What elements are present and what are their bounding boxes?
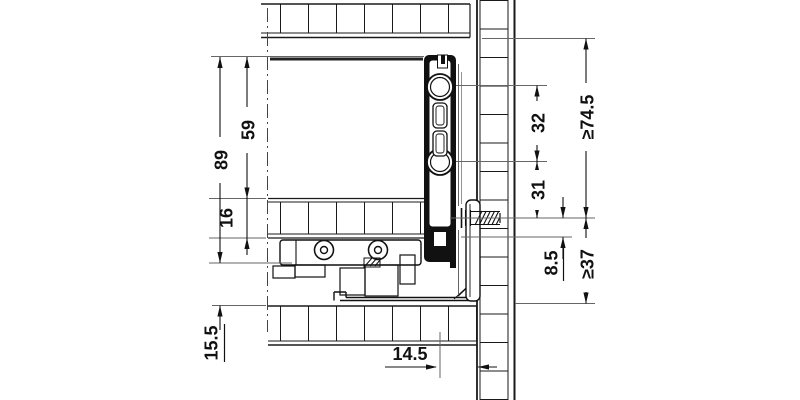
cabinet-side-panel bbox=[476, 0, 516, 400]
cabinet-top-panel bbox=[261, 3, 471, 39]
profile-top-tab bbox=[441, 55, 445, 64]
dim-hole-spacing: 32 bbox=[528, 85, 548, 162]
cabinet-bottom-panel bbox=[268, 305, 477, 346]
bottom-panel-chipboard bbox=[268, 306, 477, 341]
drawer-side-profile bbox=[424, 54, 456, 268]
side-panel-chipboard bbox=[480, 0, 508, 400]
dim-label-16: 16 bbox=[216, 208, 236, 228]
dim-label-89: 89 bbox=[211, 150, 231, 170]
arrowhead bbox=[217, 305, 223, 317]
top-panel-chipboard bbox=[261, 4, 470, 33]
profile-lower-slot bbox=[432, 130, 448, 157]
dim-hole-to-screw: 31 bbox=[528, 161, 548, 218]
dim-label-8.5: 8.5 bbox=[541, 250, 561, 275]
runner-base-rail bbox=[333, 291, 477, 302]
drawer-bottom-panel bbox=[268, 197, 424, 239]
dim-label-31: 31 bbox=[528, 180, 548, 200]
profile-base-slot bbox=[434, 232, 446, 246]
profile-upper-slot bbox=[432, 102, 448, 129]
dim-drawer-bottom-thickness: 16 bbox=[216, 198, 250, 255]
dim-runner-clearance: 14.5 bbox=[385, 344, 497, 370]
dim-min-height-lower: ≥37 bbox=[577, 218, 597, 304]
rear-mounting-bracket bbox=[465, 199, 481, 302]
arrowhead bbox=[244, 238, 250, 249]
dimensions: 89 59 16 15.5 32 bbox=[201, 38, 597, 370]
front-bracket bbox=[272, 265, 296, 279]
extension-lines bbox=[209, 38, 595, 378]
drawer-bottom-chipboard bbox=[268, 202, 424, 234]
runner-hatch-block bbox=[363, 257, 381, 268]
dim-label-15.5: 15.5 bbox=[201, 325, 221, 360]
arrowheads bbox=[560, 207, 566, 248]
dim-label-59: 59 bbox=[238, 120, 258, 140]
dim-cabinet-bottom-offset: 15.5 bbox=[201, 305, 226, 362]
dim-label-37: ≥37 bbox=[577, 249, 597, 279]
dim-min-height-upper: ≥74.5 bbox=[577, 38, 597, 218]
dim-inner-height: 59 bbox=[238, 57, 258, 199]
runner-assembly bbox=[272, 64, 481, 302]
dim-label-14.5: 14.5 bbox=[392, 344, 427, 364]
rear-roller bbox=[367, 239, 389, 261]
front-roller bbox=[313, 239, 335, 261]
dim-label-74.5: ≥74.5 bbox=[577, 95, 597, 140]
dim-screw-to-base: 8.5 bbox=[541, 197, 566, 281]
dim-label-32: 32 bbox=[528, 113, 548, 133]
dim-drawer-side-height: 89 bbox=[211, 57, 231, 263]
